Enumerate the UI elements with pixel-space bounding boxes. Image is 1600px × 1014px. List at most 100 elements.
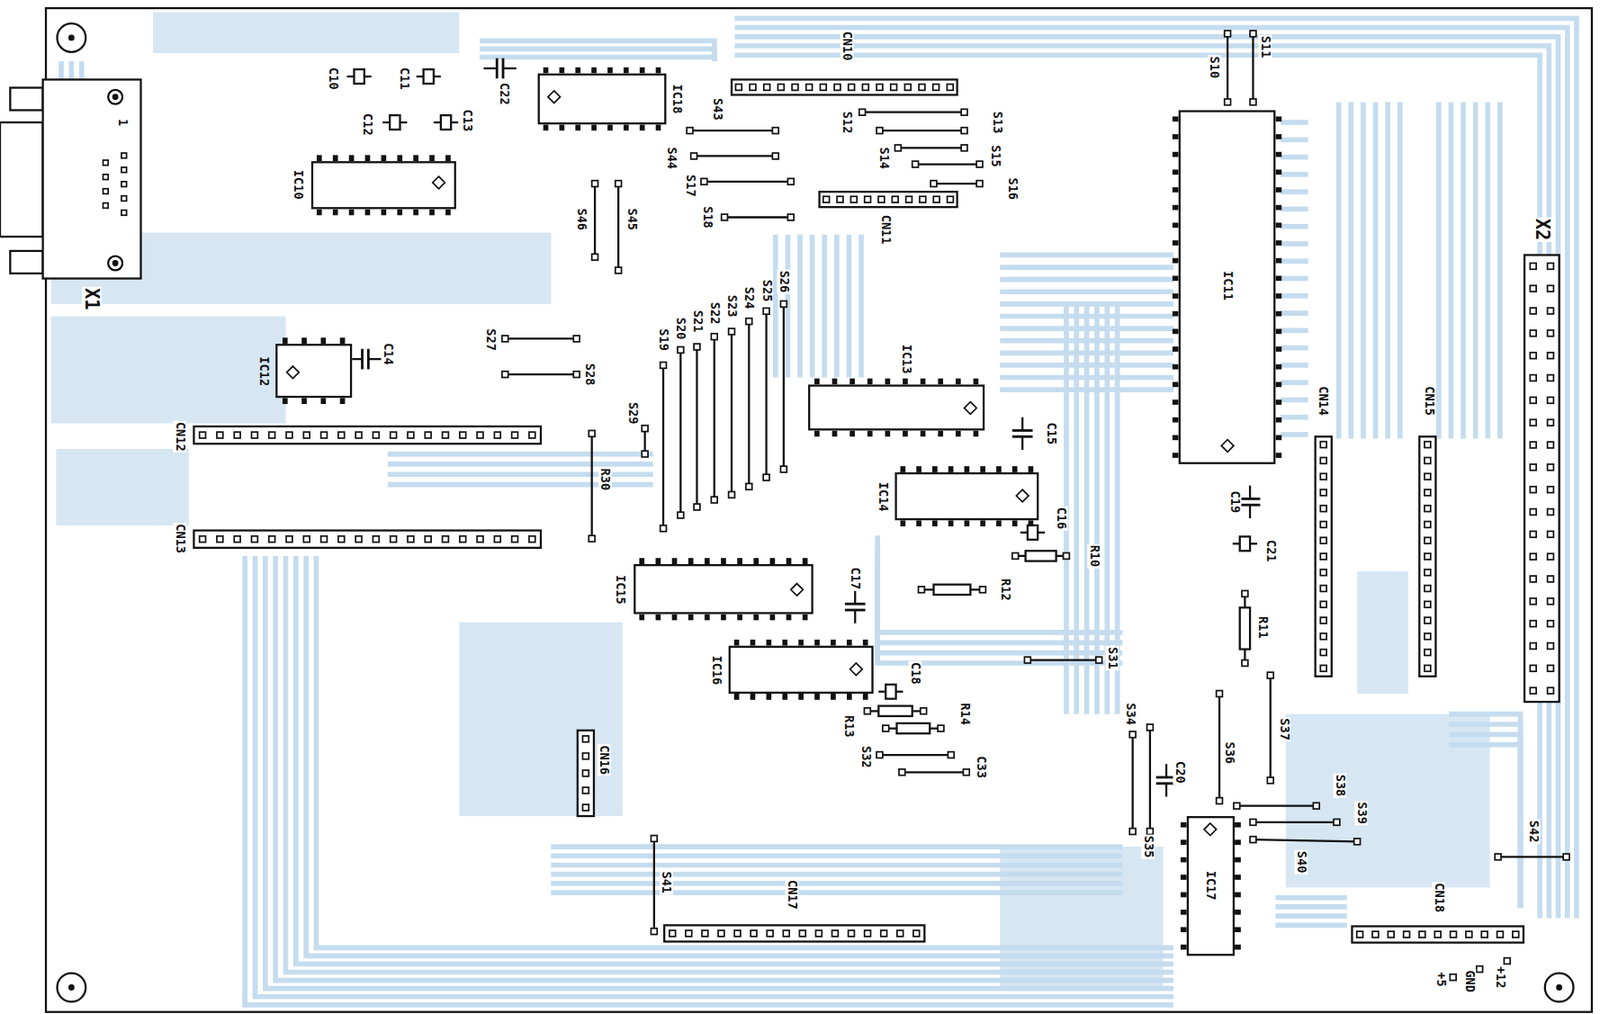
header-pin <box>1547 530 1555 538</box>
component-designator: CN11 <box>879 214 893 246</box>
copper-trace <box>1484 101 1491 439</box>
ic-pin <box>750 693 756 701</box>
copper-trace <box>479 40 715 62</box>
connector-pin <box>103 174 109 180</box>
ic-pin <box>349 154 355 162</box>
copper-trace <box>387 471 654 477</box>
ic-pin <box>591 124 597 131</box>
ic-pin <box>1180 822 1187 828</box>
capacitor-lead <box>853 590 856 604</box>
copper-trace <box>1336 101 1342 439</box>
capacitor-lead <box>1165 764 1168 778</box>
jumper-pad <box>693 503 701 511</box>
ic-pin <box>1234 874 1241 881</box>
ic-pin <box>591 67 597 74</box>
resistor-symbol <box>1012 550 1070 561</box>
jumper-pad <box>746 318 753 325</box>
ic-package-artwork <box>1172 109 1282 464</box>
ic-pin <box>1275 116 1282 122</box>
header-pin <box>1320 617 1327 624</box>
ic-pin <box>1172 187 1179 193</box>
ic-pin <box>1234 909 1241 916</box>
ic-body <box>1178 109 1277 464</box>
copper-trace <box>1280 414 1309 421</box>
jumper-wire <box>1132 734 1134 832</box>
copper-area <box>458 622 622 817</box>
jumper-pad <box>588 430 595 437</box>
connector-flange <box>9 251 43 274</box>
capacitor-symbol <box>878 684 903 700</box>
wire-jumper <box>1494 853 1570 861</box>
component-designator: S20 <box>674 316 688 342</box>
component-designator: CN12 <box>172 421 187 453</box>
header-pin <box>1529 375 1537 382</box>
copper-trace <box>1360 101 1367 439</box>
header-pin <box>918 84 926 91</box>
header-pin <box>933 196 940 203</box>
ic-pin <box>900 466 907 473</box>
jumper-pad <box>641 425 648 432</box>
wire-jumper <box>1249 818 1340 826</box>
header-pin <box>1424 473 1431 480</box>
ic-pin <box>1172 240 1179 246</box>
ic-pin <box>1180 926 1187 933</box>
header-pin <box>933 84 940 91</box>
ic-package-artwork <box>808 378 985 438</box>
component-designator: S39 <box>1354 800 1368 826</box>
ic-pin <box>955 430 962 437</box>
capacitor-symbol <box>349 349 382 370</box>
header-pin <box>1424 633 1431 640</box>
copper-trace <box>1073 305 1079 715</box>
ic-pin <box>1172 452 1179 459</box>
ic-pin <box>656 124 662 131</box>
copper-trace <box>387 461 654 468</box>
header-pin <box>233 536 241 543</box>
header-pin <box>582 770 589 777</box>
header-outline <box>664 925 925 942</box>
ic-pin <box>1180 874 1187 881</box>
header-pin <box>1547 375 1555 382</box>
ic-pin <box>830 693 836 701</box>
header-pin <box>1497 931 1504 938</box>
capacitor-plate <box>367 349 370 370</box>
ic-pin <box>396 154 403 162</box>
ic-pin <box>849 378 855 386</box>
copper-trace <box>1280 310 1309 316</box>
ic-designator: IC12 <box>256 355 270 387</box>
ic-pin <box>1180 839 1187 845</box>
ic-pin <box>948 466 954 473</box>
jumper-wire <box>1226 33 1229 102</box>
header-pin <box>1320 649 1327 657</box>
header-pin <box>850 196 857 203</box>
capacitor-symbol <box>382 115 407 130</box>
ic-package-artwork <box>311 154 457 216</box>
capacitor-body <box>353 69 364 84</box>
jumper-pad <box>1129 731 1136 738</box>
wire-jumper <box>912 161 983 168</box>
jumper-pad <box>1233 802 1241 809</box>
header-pin <box>1424 649 1431 657</box>
ic-pin <box>445 208 451 216</box>
header-pin <box>1387 931 1394 938</box>
jumper-wire <box>703 180 791 183</box>
jumper-wire <box>713 336 716 500</box>
header-pin <box>216 431 224 439</box>
ic-pin <box>1172 169 1179 175</box>
ic-package-artwork <box>633 557 814 621</box>
resistor-pad <box>979 586 987 594</box>
jumper-wire <box>764 311 767 478</box>
jumper-pad <box>728 328 736 335</box>
ic-pin <box>688 557 694 565</box>
ic-pin <box>885 430 891 437</box>
capacitor-lead <box>1165 783 1168 798</box>
ic-pin <box>720 614 727 621</box>
wire-jumper <box>588 430 595 542</box>
connector-pin <box>121 210 127 216</box>
component-designator: +12 <box>1493 965 1508 990</box>
ic-pin <box>1172 275 1179 281</box>
ic-package: IC17 <box>1186 816 1235 956</box>
copper-trace <box>254 556 1174 998</box>
copper-trace <box>1280 119 1309 126</box>
jumper-pad <box>876 127 883 135</box>
